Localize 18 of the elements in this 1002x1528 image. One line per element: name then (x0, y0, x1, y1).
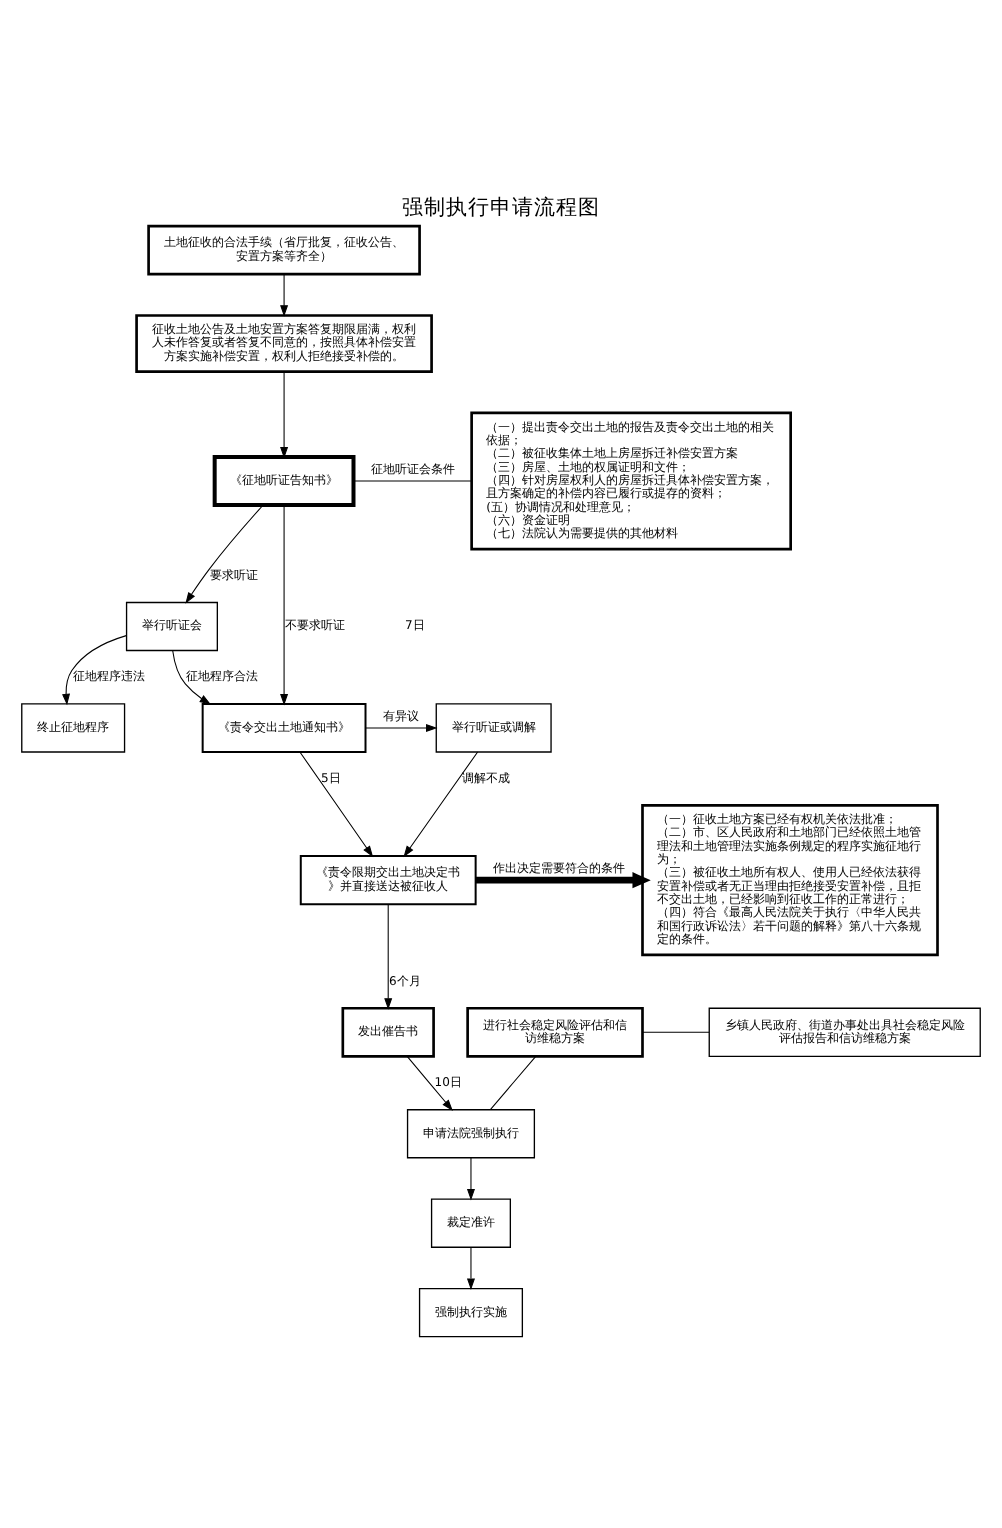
arrow (280, 504, 289, 706)
arrow (406, 1056, 453, 1111)
arrow (466, 1246, 475, 1290)
arrow (365, 723, 438, 732)
arrow (62, 635, 127, 706)
connector (489, 1056, 537, 1111)
arrow (280, 371, 289, 459)
arrow (299, 751, 374, 858)
arrow (185, 504, 264, 604)
connector (642, 1031, 710, 1033)
arrow (384, 903, 393, 1010)
arrow (466, 1157, 475, 1201)
arrow (475, 872, 651, 889)
arrow (280, 273, 289, 317)
arrow (403, 751, 479, 858)
connector (353, 480, 472, 482)
diagram-title: 强制执行申请流程图 (402, 193, 600, 220)
arrow (172, 650, 212, 705)
